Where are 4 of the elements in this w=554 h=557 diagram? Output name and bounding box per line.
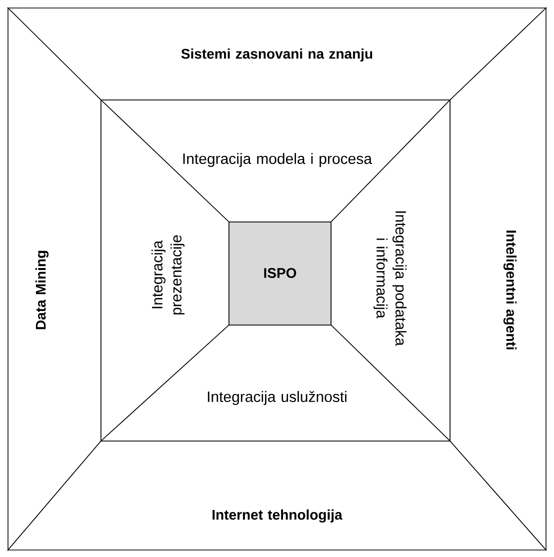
node-label: Data Mining bbox=[35, 250, 49, 330]
node-label: Internet tehnologija bbox=[212, 509, 342, 523]
node-label: Inteligentni agenti bbox=[503, 230, 517, 350]
center-box: ISPO bbox=[228, 222, 332, 326]
